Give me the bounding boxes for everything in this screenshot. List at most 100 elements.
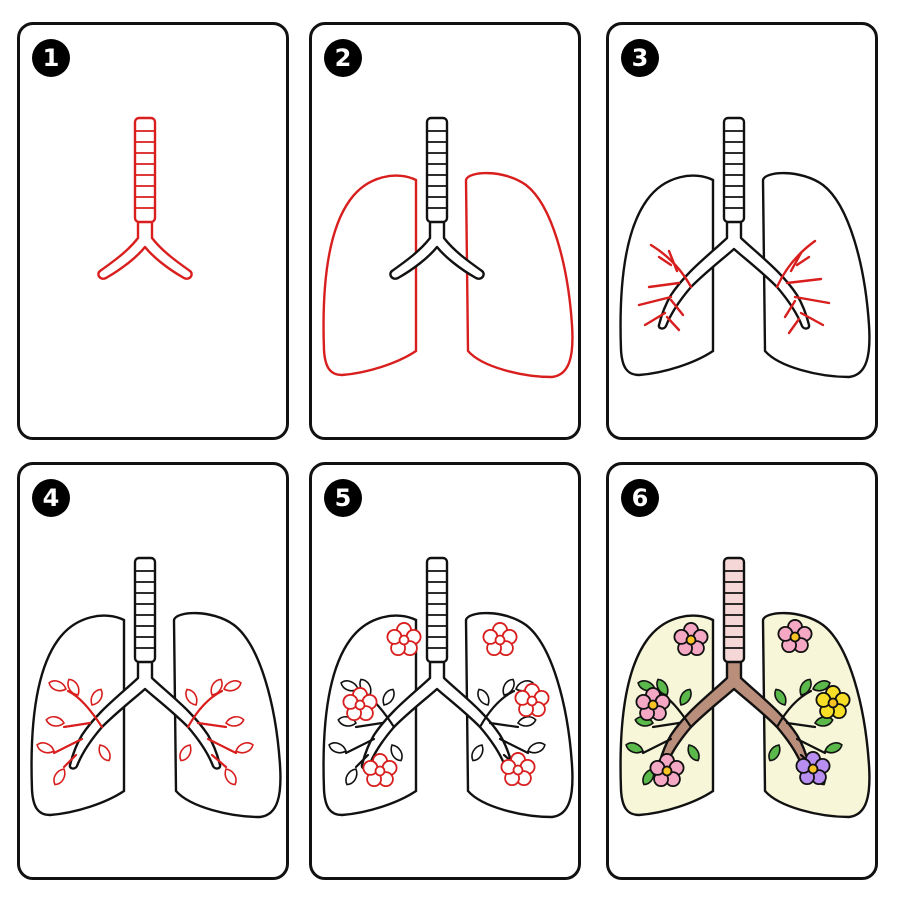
bronchiole-line <box>637 295 673 307</box>
twig-line <box>795 737 827 755</box>
bronchiole-line <box>799 311 825 327</box>
right-lung <box>464 611 574 819</box>
right-lung <box>761 611 871 819</box>
leaf-icon <box>48 680 67 692</box>
leaf-icon <box>345 768 358 786</box>
twig-line <box>651 721 681 729</box>
leaf-icon <box>516 715 537 727</box>
leaf-icon <box>210 678 223 696</box>
step-5-drawing <box>322 556 574 819</box>
step-panel-3: 3 <box>606 22 878 440</box>
flower-center <box>494 634 506 646</box>
step-number-badge: 6 <box>621 479 659 517</box>
flower-center <box>827 697 839 709</box>
flower-center <box>398 634 410 646</box>
flower-icon <box>500 752 536 787</box>
twig-line <box>206 737 238 755</box>
leaf-icon <box>45 715 66 727</box>
twig-line <box>66 689 104 729</box>
flower-icon <box>362 753 398 788</box>
flower-center <box>685 634 697 646</box>
flower-icon <box>795 751 831 786</box>
step-number-badge: 3 <box>621 39 659 77</box>
twig-line <box>498 737 530 755</box>
flower-icon <box>482 622 518 657</box>
step-panel-5: 5 <box>309 462 581 880</box>
step-3-drawing <box>619 116 871 379</box>
trachea-tube <box>133 556 157 664</box>
flower-center <box>512 764 524 776</box>
trachea-tube <box>133 116 157 224</box>
bronchiole-line <box>667 249 679 273</box>
trachea-icon <box>425 556 449 664</box>
leaf-icon <box>179 744 192 762</box>
twig-line <box>52 737 84 755</box>
flower-icon <box>777 619 813 654</box>
flower-icon <box>635 687 671 722</box>
bronchiole-line <box>643 311 667 327</box>
right-lung <box>761 171 871 379</box>
leaf-icon <box>390 744 403 762</box>
lungs-icon <box>619 171 871 379</box>
twig-line <box>196 721 228 729</box>
trachea-icon <box>133 116 157 224</box>
trachea-icon <box>425 116 449 224</box>
bronchi-branch <box>389 218 485 280</box>
twig-line <box>354 753 370 769</box>
leaf-icon <box>53 768 66 786</box>
step-panel-2: 2 <box>309 22 581 440</box>
trachea-tube <box>722 116 746 224</box>
flower-icon <box>514 683 550 718</box>
trachea-icon <box>133 556 157 664</box>
leaf-icon <box>328 742 347 754</box>
step-4-drawing <box>30 556 282 819</box>
flower-icon <box>815 685 851 720</box>
twig-line <box>354 721 384 729</box>
leaf-icon <box>687 744 700 762</box>
leaf-icon <box>224 768 237 786</box>
leaf-icon <box>799 678 812 696</box>
lungs-icon <box>619 611 871 819</box>
twig-line <box>210 753 228 769</box>
flower-center <box>647 699 659 711</box>
bronchi-branch <box>657 658 811 770</box>
leaf-icon <box>774 688 787 706</box>
twig-line <box>478 689 516 729</box>
flower-center <box>807 763 819 775</box>
step-number-badge: 2 <box>324 39 362 77</box>
bronchiole-twigs <box>637 239 831 335</box>
bronchiole-line <box>785 277 823 285</box>
leaf-icon <box>223 680 242 692</box>
leaf-icon <box>527 742 546 754</box>
flower-icon <box>386 622 422 657</box>
step-6-drawing <box>619 556 871 819</box>
trachea-icon <box>722 116 746 224</box>
flower-center <box>526 695 538 707</box>
bronchiole-line <box>647 281 681 289</box>
leaf-icon <box>90 688 103 706</box>
leaf-icon <box>642 768 655 786</box>
step-panel-4: 4 <box>17 462 289 880</box>
twig-line <box>785 721 817 729</box>
lungs-icon <box>322 171 574 379</box>
left-lung <box>619 174 715 377</box>
step-panel-6: 6 <box>606 462 878 880</box>
leaf-icon <box>382 688 395 706</box>
bronchiole-line <box>649 243 693 289</box>
step-number-badge: 5 <box>324 479 362 517</box>
leaf-icon <box>656 678 669 696</box>
leaf-icon <box>224 715 245 727</box>
leaf-icon <box>502 678 515 696</box>
leaf-icon <box>471 744 484 762</box>
bronchi-branch <box>657 218 811 330</box>
leafy-twigs <box>52 689 238 769</box>
twig-line <box>488 721 520 729</box>
leaf-icon <box>813 715 834 727</box>
flower-icon <box>649 753 685 788</box>
leaf-icon <box>824 742 843 754</box>
leaf-icon <box>98 744 111 762</box>
twig-line <box>62 753 78 769</box>
step-panel-1: 1 <box>17 22 289 440</box>
leaf-icon <box>768 744 781 762</box>
flower-icon <box>673 622 709 657</box>
